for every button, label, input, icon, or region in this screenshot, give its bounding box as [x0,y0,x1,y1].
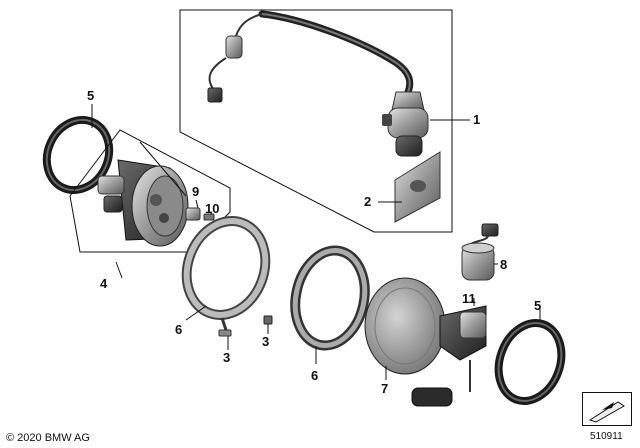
callout-11: 11 [462,291,476,306]
part-6-retaining-ring-left [181,216,271,320]
part-1-level-sensor-harness [207,10,429,157]
callout-5-left: 5 [87,88,94,103]
group-frame-part-1 [179,9,453,233]
callout-3-left: 3 [223,350,230,365]
callout-5-right: 5 [534,298,541,313]
leader-lines [91,104,541,380]
callout-1: 1 [473,112,480,127]
parts-sheet-arrow-icon [582,392,632,426]
part-3-screw-center [263,315,273,325]
part-2-gasket [394,151,441,223]
part-5-seal-ring-right [494,319,566,405]
part-8-pump-motor [461,223,499,281]
part-7-cover-flange [364,277,446,375]
part-9-clip [185,207,201,221]
callout-8: 8 [500,257,507,272]
document-number: 510911 [590,431,623,442]
part-3-screw-left [218,317,232,337]
group-frame-part-4 [69,129,231,253]
callout-7: 7 [381,381,388,396]
callout-3-center: 3 [262,334,269,349]
part-10-screw [203,213,215,221]
copyright-text: © 2020 BMW AG [6,432,90,444]
callout-6-center: 6 [311,368,318,383]
callout-10: 10 [205,201,219,216]
part-4-fuel-pump-module [97,159,189,247]
part-11-bracket [411,305,487,407]
callout-2: 2 [364,194,371,209]
part-6-retaining-ring-center [290,245,370,351]
callout-4: 4 [100,276,108,291]
callout-9: 9 [192,184,199,199]
part-5-seal-ring-left [42,115,114,195]
callout-6-left: 6 [175,322,182,337]
